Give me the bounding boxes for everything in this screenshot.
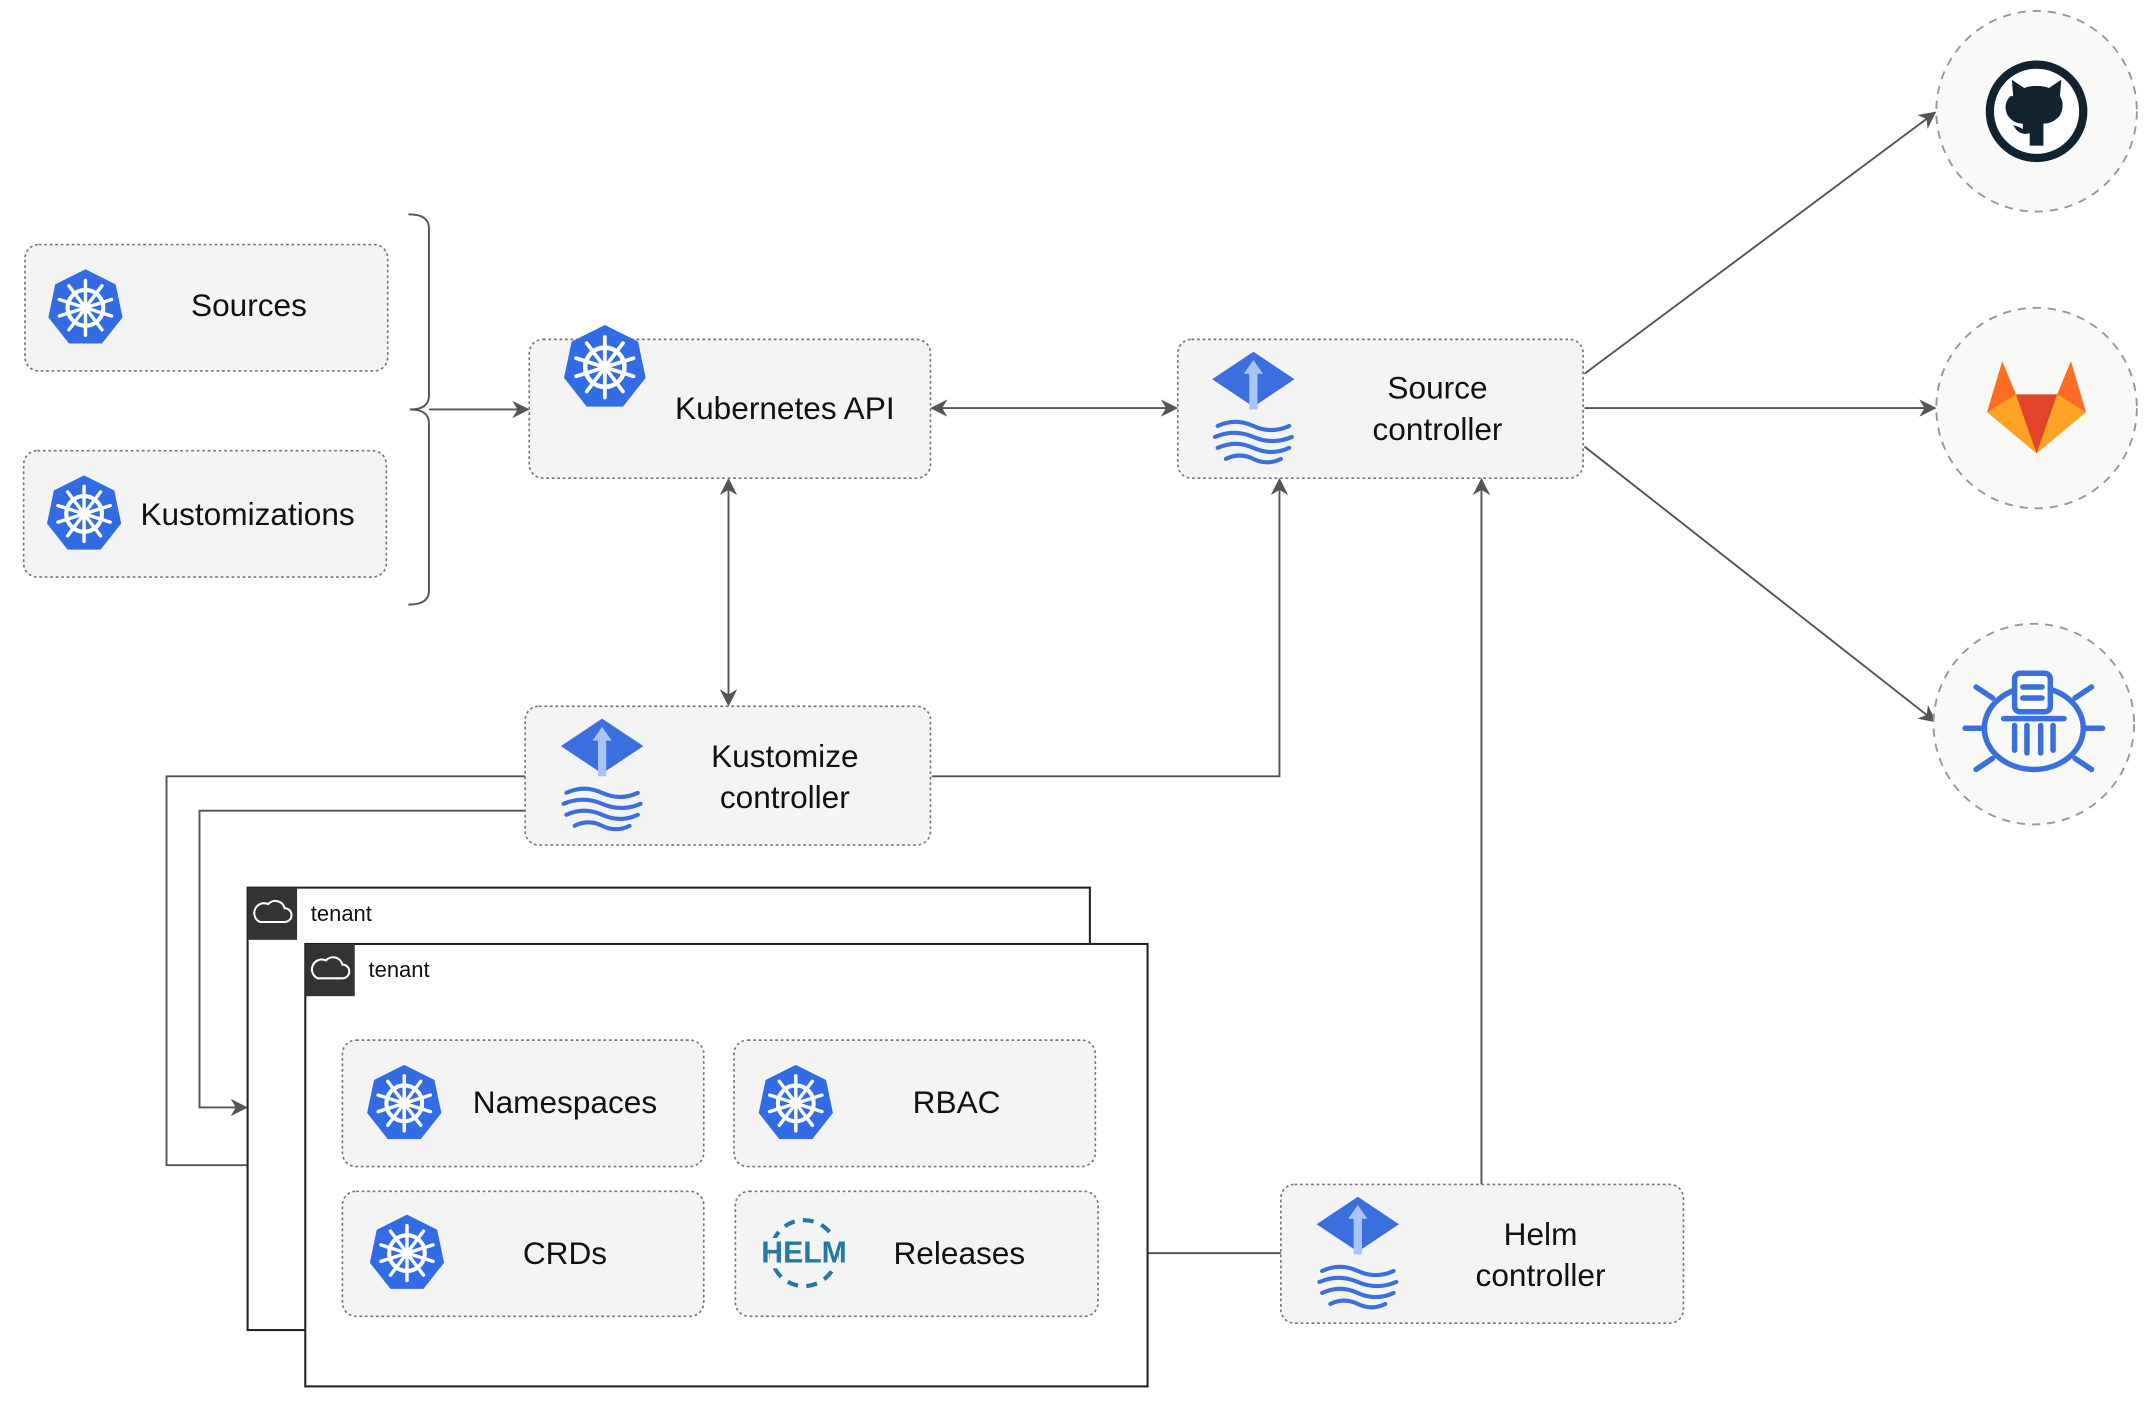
source-controller-node[interactable]: Source controller xyxy=(1176,338,1584,479)
bucket-source[interactable] xyxy=(1932,622,2136,826)
kustomize-controller-node[interactable]: Kustomize controller xyxy=(524,705,932,846)
edge-source-to-github xyxy=(1583,111,1937,375)
helm-controller-label-1: Helm xyxy=(1504,1216,1578,1252)
bucket-icon xyxy=(1962,670,2106,773)
helm-icon: HELM xyxy=(761,1218,847,1289)
sources-label: Sources xyxy=(191,287,307,323)
rbac-label: RBAC xyxy=(913,1084,1001,1120)
kustomizations-label: Kustomizations xyxy=(140,496,354,532)
releases-label: Releases xyxy=(893,1235,1025,1271)
cloud-icon xyxy=(253,899,293,924)
helm-controller-node[interactable]: Helm controller xyxy=(1280,1183,1685,1325)
kustomize-controller-label-2: controller xyxy=(720,779,850,815)
github-source[interactable] xyxy=(1935,10,2138,213)
gitlab-source[interactable] xyxy=(1935,306,2138,510)
tenant-label: tenant xyxy=(311,901,372,926)
crds-node[interactable]: CRDs xyxy=(341,1190,705,1318)
rbac-node[interactable]: RBAC xyxy=(733,1039,1097,1168)
source-controller-label-2: controller xyxy=(1373,411,1503,447)
edge-kustomize-to-source xyxy=(931,477,1289,778)
helm-logo-text: HELM xyxy=(761,1236,847,1269)
source-controller-label-1: Source xyxy=(1387,370,1487,406)
namespaces-label: Namespaces xyxy=(473,1084,657,1120)
kustomizations-node[interactable]: Kustomizations xyxy=(22,449,388,578)
edge-kustomize-to-tenant-1 xyxy=(198,809,526,1117)
bracket xyxy=(408,213,430,606)
crds-label: CRDs xyxy=(523,1235,607,1271)
edge-kustomize-to-tenant-2 xyxy=(165,775,526,1174)
kustomize-controller-label-1: Kustomize xyxy=(711,738,858,774)
cloud-icon xyxy=(310,956,351,980)
sources-node[interactable]: Sources xyxy=(24,243,389,372)
github-icon xyxy=(1985,60,2088,163)
kubernetes-api-node[interactable]: Kubernetes API xyxy=(528,325,932,479)
releases-node[interactable]: HELM Releases xyxy=(734,1190,1099,1318)
namespaces-node[interactable]: Namespaces xyxy=(341,1039,705,1168)
kubernetes-api-label: Kubernetes API xyxy=(675,390,895,426)
helm-controller-label-2: controller xyxy=(1476,1257,1606,1293)
edge-source-to-bucket xyxy=(1583,445,1937,723)
tenant-label: tenant xyxy=(369,957,430,982)
gitlab-icon xyxy=(1987,361,2087,454)
